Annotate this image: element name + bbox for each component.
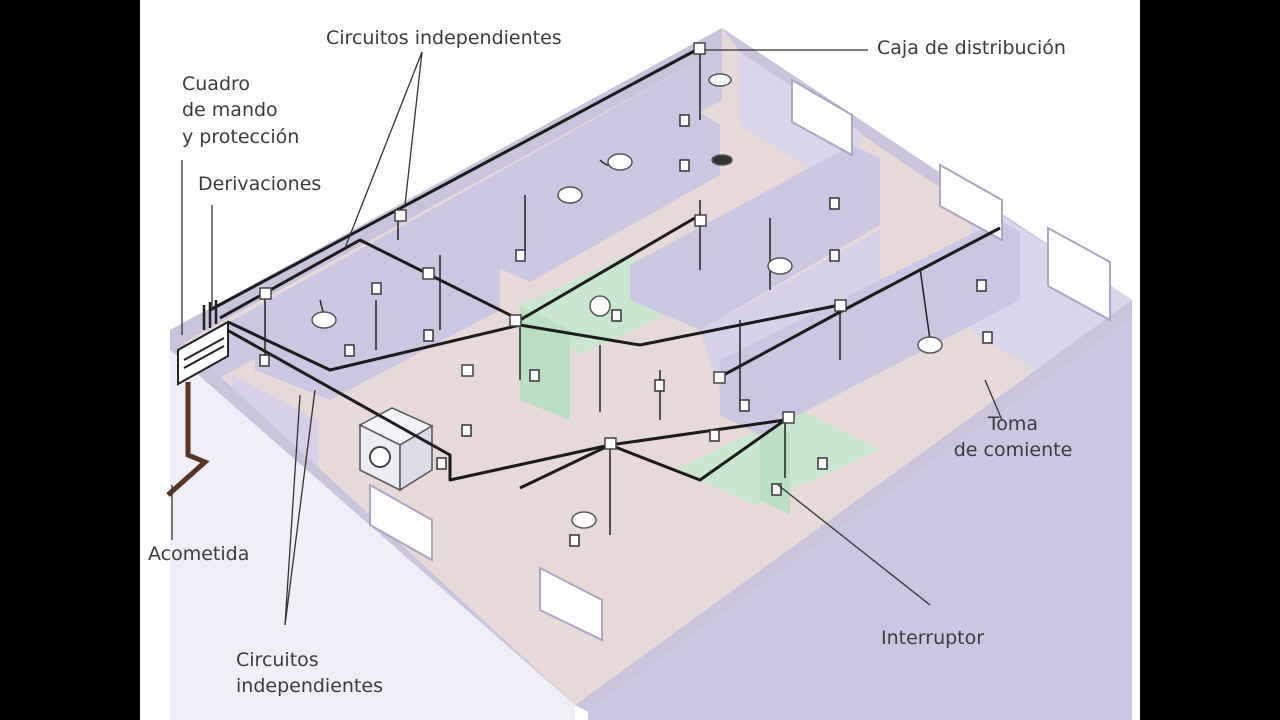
label-cuadro-1: Cuadro <box>182 73 251 95</box>
label-toma-1: Toma <box>987 413 1039 435</box>
front-right-wall-face <box>588 318 1132 720</box>
outlet <box>654 379 665 392</box>
outlet <box>515 249 526 262</box>
floor-lamp <box>708 73 732 87</box>
kitchen-wall <box>760 420 790 515</box>
junction-box <box>394 209 407 222</box>
light-1 <box>311 311 337 329</box>
junction-box <box>461 364 474 377</box>
outlet <box>817 457 828 470</box>
label-toma-2: de comiente <box>953 439 1073 461</box>
light-bathroom <box>589 295 611 317</box>
light-6 <box>571 511 597 529</box>
junction-box <box>782 411 795 424</box>
label-acometida: Acometida <box>148 543 250 565</box>
label-caja-distribucion: Caja de distribución <box>877 37 1066 59</box>
bathroom-wall <box>520 305 570 420</box>
junction-box <box>694 214 707 227</box>
outlet <box>679 159 690 172</box>
outlet <box>829 249 840 262</box>
house-wiring-illustration <box>166 28 1132 720</box>
outlet <box>982 331 993 344</box>
outlet <box>461 424 472 437</box>
cable-back-run <box>209 46 701 312</box>
light-3 <box>607 153 633 171</box>
window-back-right <box>791 78 1111 322</box>
outlet <box>259 354 270 367</box>
outlet <box>436 457 447 470</box>
partition-3 <box>630 145 880 330</box>
junction-box <box>834 299 847 312</box>
partition-5 <box>720 220 1020 435</box>
wall-outlets <box>259 114 993 547</box>
junction-boxes <box>259 42 847 450</box>
junction-box <box>713 371 726 384</box>
label-cuadro-3: y protección <box>182 126 300 148</box>
outlet <box>611 309 622 322</box>
ceiling-lights <box>311 73 943 529</box>
junction-box <box>422 267 435 280</box>
outlet <box>371 282 382 295</box>
outlet <box>829 197 840 210</box>
label-circuitos-bottom-2: independientes <box>236 675 383 697</box>
outlet <box>344 344 355 357</box>
outlet <box>529 369 540 382</box>
junction-box <box>604 437 617 450</box>
leader-lines <box>171 49 1003 626</box>
cable-kitchen-run <box>519 418 786 490</box>
outlet <box>739 399 750 412</box>
outlet <box>771 483 782 496</box>
label-derivaciones: Derivaciones <box>198 173 322 195</box>
window-front <box>369 483 603 642</box>
label-circuitos-bottom-1: Circuitos <box>236 649 319 671</box>
outlet <box>976 279 987 292</box>
floor-lamp-base <box>711 154 733 166</box>
front-left-wall-face <box>170 350 575 720</box>
light-5 <box>917 336 943 354</box>
partition-1 <box>255 220 500 400</box>
junction-box <box>509 314 522 327</box>
control-panel <box>177 300 229 386</box>
label-cuadro-2: de mando <box>182 99 278 121</box>
outlet <box>679 114 690 127</box>
front-right-wall-top <box>575 300 1132 712</box>
label-circuitos-top: Circuitos independientes <box>326 27 562 49</box>
outlet <box>423 329 434 342</box>
light-2 <box>557 186 583 204</box>
light-4 <box>767 257 793 275</box>
junction-box <box>259 287 272 300</box>
acometida-cable <box>166 382 210 497</box>
diagram-canvas: Circuitos independientes Caja de distrib… <box>140 0 1140 720</box>
outlet <box>569 534 580 547</box>
cable-front-run <box>219 324 786 482</box>
partition-2 <box>480 112 720 282</box>
junction-box-top <box>693 42 706 55</box>
outlet <box>709 429 720 442</box>
label-interruptor: Interruptor <box>881 627 985 649</box>
